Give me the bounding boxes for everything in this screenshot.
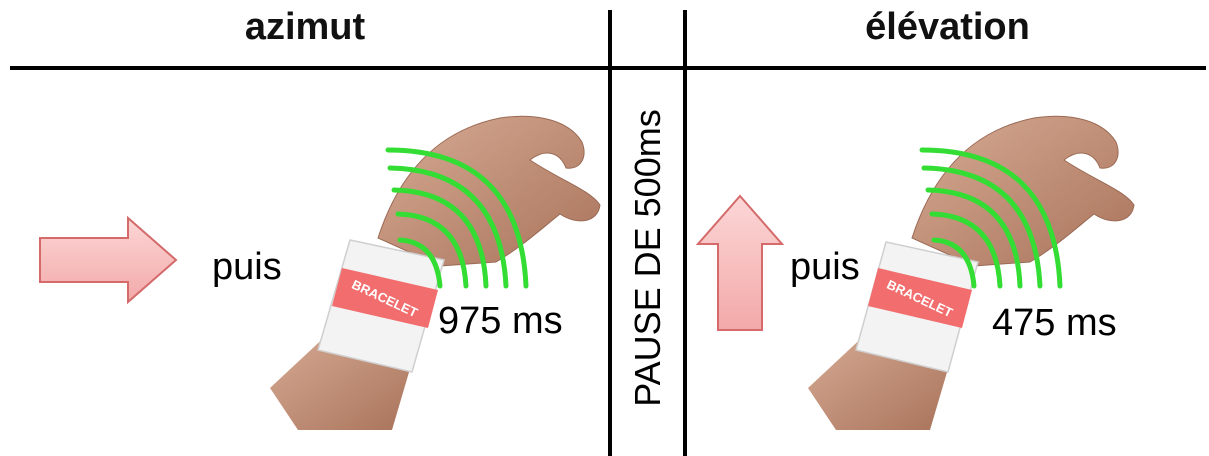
right-vertical-divider — [683, 10, 687, 456]
duration-label-left: 975 ms — [438, 300, 563, 342]
azimuth-header: azimut — [244, 6, 366, 48]
left-vertical-divider — [608, 10, 612, 456]
duration-label-right: 475 ms — [992, 302, 1117, 344]
elevation-header: élévation — [865, 6, 1030, 48]
then-label-left: puis — [212, 246, 282, 288]
up-arrow-icon — [695, 194, 785, 331]
vibration-waves-left — [385, 147, 529, 289]
wrist-illustration-left — [270, 115, 601, 430]
then-label-right: puis — [790, 246, 860, 288]
bracelet-band — [332, 268, 438, 328]
vibration-waves-right — [919, 147, 1063, 289]
bracelet-band — [868, 268, 972, 328]
right-arrow-icon — [39, 215, 178, 305]
